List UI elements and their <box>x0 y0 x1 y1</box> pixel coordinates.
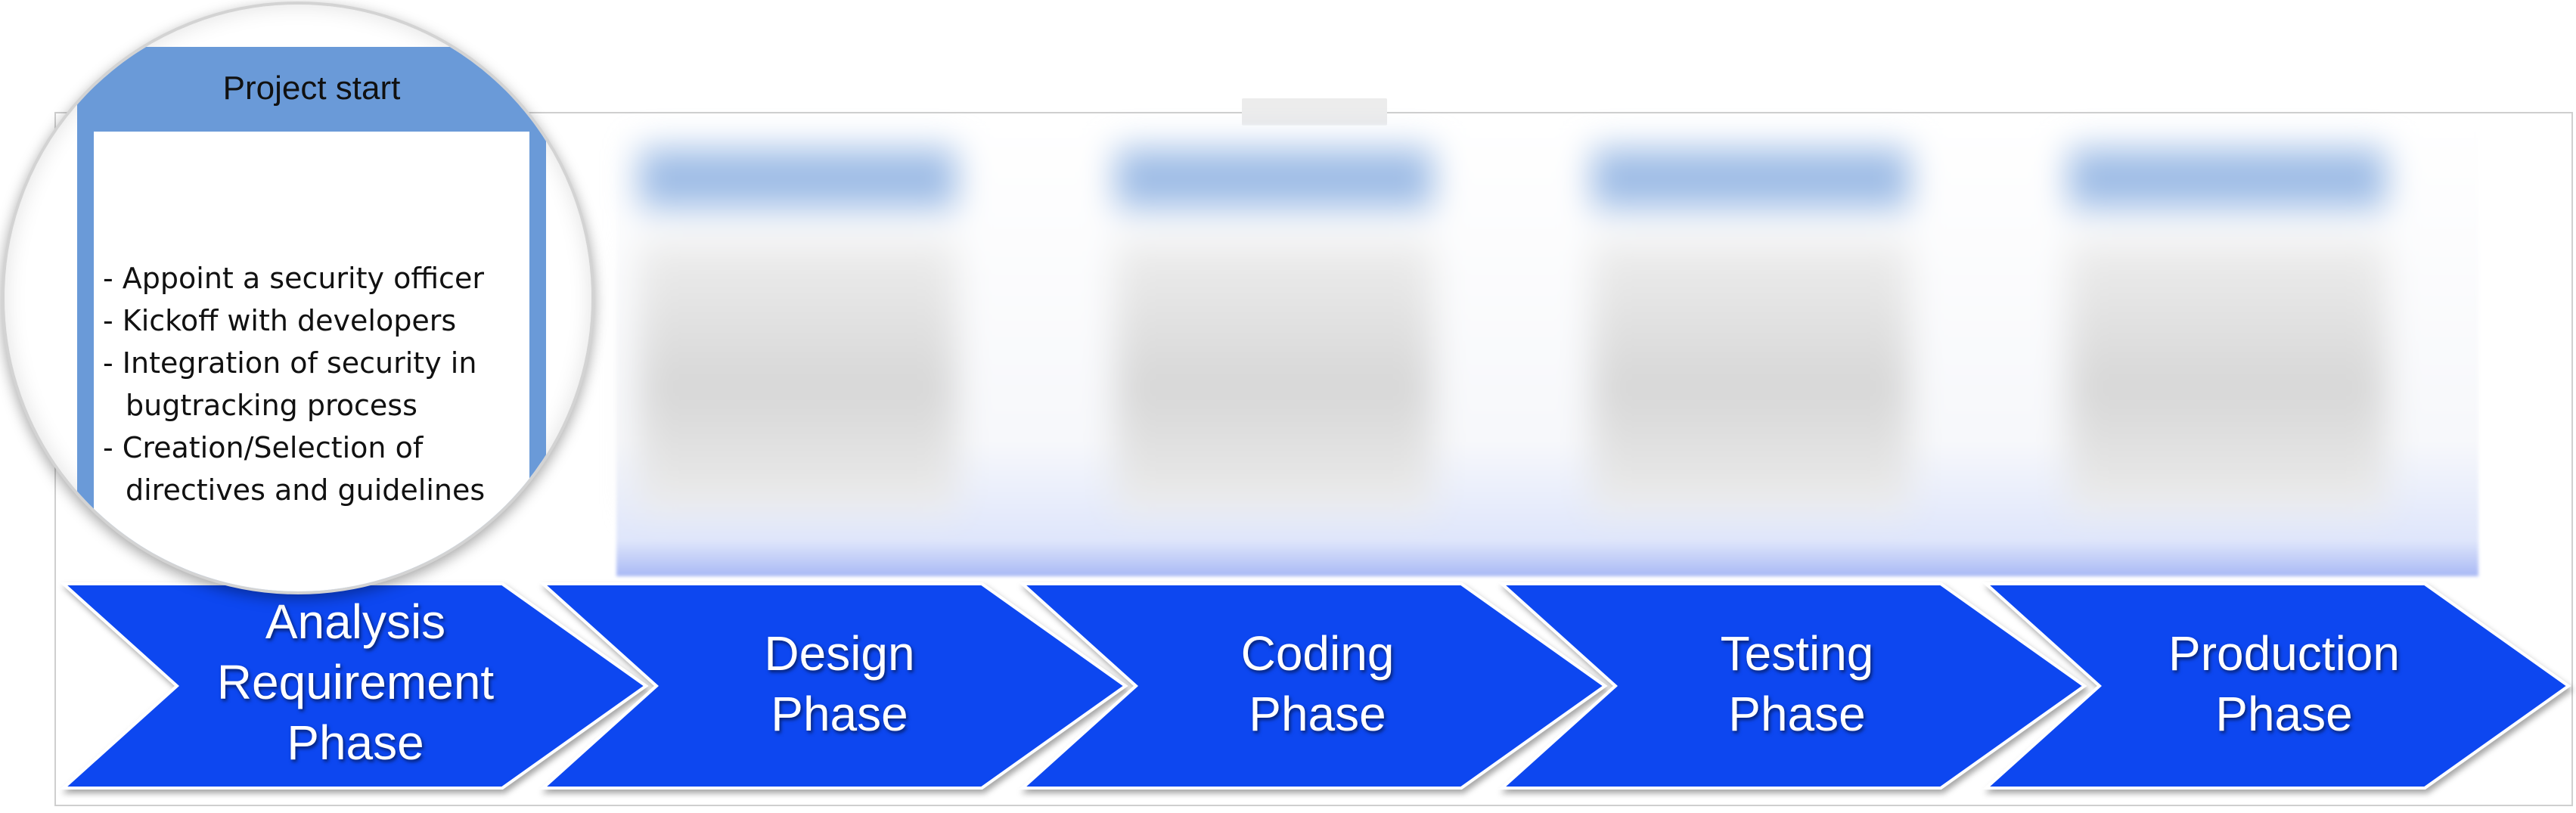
frame-tab <box>1242 98 1387 126</box>
phase-arrow-production <box>1982 582 2571 790</box>
magnifier-lens: Project start Appoint a security officer… <box>2 2 594 594</box>
list-item: Creation/Selection of directives and gui… <box>103 427 529 511</box>
phase-label-analysis: Analysis Requirement Phase <box>216 594 495 770</box>
list-item: Integration of security in bugtracking p… <box>103 342 529 427</box>
phase-arrow-coding <box>1018 582 1608 790</box>
phase-arrow-testing <box>1497 582 2087 790</box>
card-title: Project start <box>222 70 401 107</box>
phase-arrow-design <box>538 582 1128 790</box>
blurred-card-design <box>639 148 957 541</box>
blurred-card-production <box>2069 148 2386 541</box>
blurred-card-testing <box>1592 148 1910 541</box>
phase-label-design: Design Phase <box>764 626 915 741</box>
card-list: Appoint a security officer Kickoff with … <box>103 257 529 511</box>
list-item: Appoint a security officer <box>103 257 529 299</box>
phase-label-coding: Coding Phase <box>1240 626 1395 741</box>
project-start-card: Project start Appoint a security officer… <box>77 47 546 591</box>
list-item: Kickoff with developers <box>103 299 529 342</box>
phase-label-testing: Testing Phase <box>1720 626 1874 741</box>
card-body: Appoint a security officer Kickoff with … <box>94 132 529 591</box>
blurred-phase-details <box>616 126 2478 576</box>
blurred-card-coding <box>1116 148 1433 541</box>
phase-label-production: Production Phase <box>2168 626 2400 741</box>
